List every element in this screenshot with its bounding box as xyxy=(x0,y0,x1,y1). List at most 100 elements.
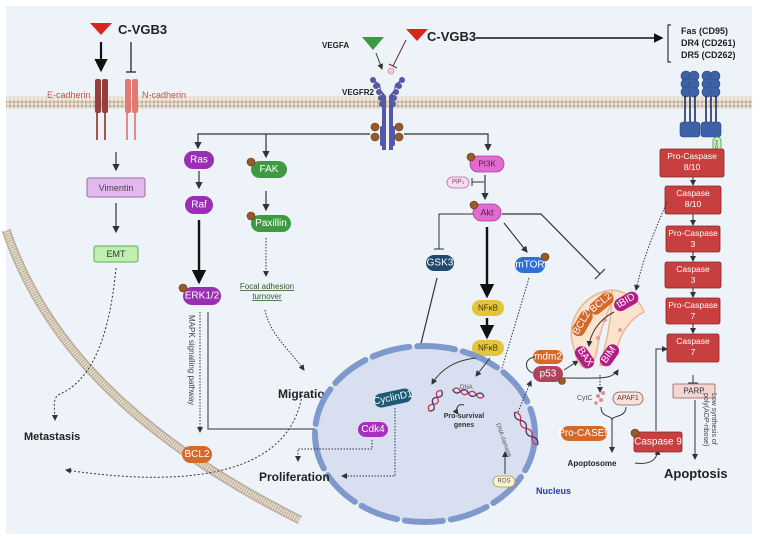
phospho-site-icon xyxy=(370,122,380,132)
phospho-site-icon xyxy=(246,157,256,167)
vegfr2-receptor xyxy=(370,77,405,150)
parp-node[interactable]: PARP xyxy=(672,383,716,399)
nucleus-label: Nucleus xyxy=(536,486,571,496)
vimentin-node[interactable]: Vimentin xyxy=(86,177,146,198)
caspase-label: 8/10 xyxy=(684,162,701,172)
parp-note-line1: Low synthesis of xyxy=(710,393,717,445)
parp-note-line2: poly(ADP-ribose) xyxy=(702,393,709,446)
svg-text:ROS: ROS xyxy=(497,479,510,485)
fak-node[interactable]: FAK xyxy=(246,157,287,178)
ros-node[interactable]: ROS xyxy=(492,475,516,488)
pi3k-node[interactable]: PI3K xyxy=(466,152,505,173)
phospho-site-icon xyxy=(469,200,479,210)
vegfr2-label: VEGFR2 xyxy=(342,88,375,97)
emt-node[interactable]: EMT xyxy=(93,245,139,263)
raf-node[interactable]: Raf xyxy=(185,196,213,214)
caspase-label: 3 xyxy=(691,275,696,285)
nfkb-bottom-node[interactable]: NFκB xyxy=(472,340,504,356)
svg-text:Vimentin: Vimentin xyxy=(99,183,134,193)
cytc-icon xyxy=(594,391,605,405)
cvgb3-left-label: C-VGB3 xyxy=(118,22,167,37)
caspase-label: 3 xyxy=(691,239,696,249)
svg-text:Paxillin: Paxillin xyxy=(255,218,287,229)
svg-text:NFκB: NFκB xyxy=(478,344,498,353)
cvgb3-center-ligand xyxy=(406,29,428,41)
caspase-label: Pro-Caspase xyxy=(668,228,718,238)
svg-text:PARP: PARP xyxy=(683,387,704,396)
apoptosome-label: Apoptosome xyxy=(568,459,617,468)
nucleus xyxy=(312,343,538,525)
phospho-site-icon xyxy=(178,283,188,293)
svg-text:Ras: Ras xyxy=(190,155,208,166)
svg-text:BCL2: BCL2 xyxy=(184,449,209,460)
arrow-erk-cdk4 xyxy=(207,312,327,432)
svg-text:Raf: Raf xyxy=(191,200,207,211)
dna-damage-icon xyxy=(513,411,539,446)
arrow-vegfr2-ras xyxy=(194,133,370,150)
svg-text:EMT: EMT xyxy=(107,249,127,259)
arrow-caspase9-caspase7 xyxy=(655,346,668,431)
svg-text:mTOR: mTOR xyxy=(515,260,544,271)
cyclind1-node[interactable]: CyclinD1 xyxy=(372,387,414,409)
bcl2-node-left[interactable]: BCL2 xyxy=(182,446,212,463)
caspase-label: Caspase xyxy=(676,188,710,198)
death-receptor-dr4: DR4 (CD261) xyxy=(681,38,736,48)
death-receptor-dr5: DR5 (CD262) xyxy=(681,50,736,60)
nfkb-top-node[interactable]: NFκB xyxy=(472,300,504,316)
p53-node[interactable]: p53 xyxy=(533,366,566,385)
cdk4-node[interactable]: Cdk4 xyxy=(358,422,388,437)
e-cadherin-receptor xyxy=(95,79,108,140)
dna-label: DNA xyxy=(460,385,473,391)
phospho-site-icon xyxy=(394,122,404,132)
gsk3-node[interactable]: GSK3 xyxy=(426,255,454,271)
ras-node[interactable]: Ras xyxy=(184,151,214,169)
svg-text:p53: p53 xyxy=(540,369,557,380)
dna-strand-1-icon xyxy=(427,389,443,412)
svg-text:PIP₃: PIP₃ xyxy=(452,180,465,186)
phospho-site-icon xyxy=(394,132,404,142)
arrow-vegfr2-pi3k xyxy=(404,133,492,152)
svg-text:APAF1: APAF1 xyxy=(617,395,639,402)
mapk-pathway-label: MAPK signalling pathway xyxy=(187,315,196,405)
cytc-label: CytC xyxy=(577,395,593,402)
apoptosis-label: Apoptosis xyxy=(664,466,728,481)
mdm2-node[interactable]: mdm2 xyxy=(533,350,563,364)
arrow-migration-metastasis xyxy=(65,394,303,478)
arrow-emt-metastasis xyxy=(51,267,117,421)
binding-site-icon xyxy=(387,67,395,75)
svg-text:Pro-CASE9: Pro-CASE9 xyxy=(558,428,610,439)
vegfa-ligand xyxy=(362,37,384,50)
svg-text:GSK3: GSK3 xyxy=(427,258,454,269)
apaf1-node[interactable]: APAF1 xyxy=(612,391,644,406)
svg-text:ERK1/2: ERK1/2 xyxy=(185,291,220,302)
n-cadherin-label: N-cadherin xyxy=(142,90,186,100)
caspase-label: 7 xyxy=(691,311,696,321)
erk-node[interactable]: ERK1/2 xyxy=(178,283,221,305)
svg-text:PI3K: PI3K xyxy=(478,160,496,169)
death-receptor-complex xyxy=(679,70,722,138)
death-receptor-fas: Fas (CD95) xyxy=(681,26,728,36)
metastasis-label: Metastasis xyxy=(24,431,80,443)
phospho-site-icon xyxy=(370,132,380,142)
phospho-site-icon xyxy=(540,252,550,262)
pro-case9-node[interactable]: Pro-CASE9 xyxy=(558,426,610,441)
caspase-cascade: Pro-Caspase8/10Caspase8/10Pro-Caspase3Ca… xyxy=(659,148,725,363)
akt-node[interactable]: Akt xyxy=(469,200,502,222)
svg-text:NFκB: NFκB xyxy=(478,304,498,313)
paxillin-node[interactable]: Paxillin xyxy=(246,211,291,232)
caspase-label: Pro-Caspase xyxy=(667,151,717,161)
pip3-node[interactable]: PIP₃ xyxy=(446,176,470,189)
proliferation-label: Proliferation xyxy=(259,470,330,484)
mtor-node[interactable]: mTOR xyxy=(515,252,550,273)
vegfa-label: VEGFA xyxy=(322,41,349,50)
caspase-label: Caspase xyxy=(676,264,710,274)
dna-strand-2-icon xyxy=(452,387,485,399)
caspase9-node[interactable]: Caspase 9 xyxy=(630,428,683,453)
